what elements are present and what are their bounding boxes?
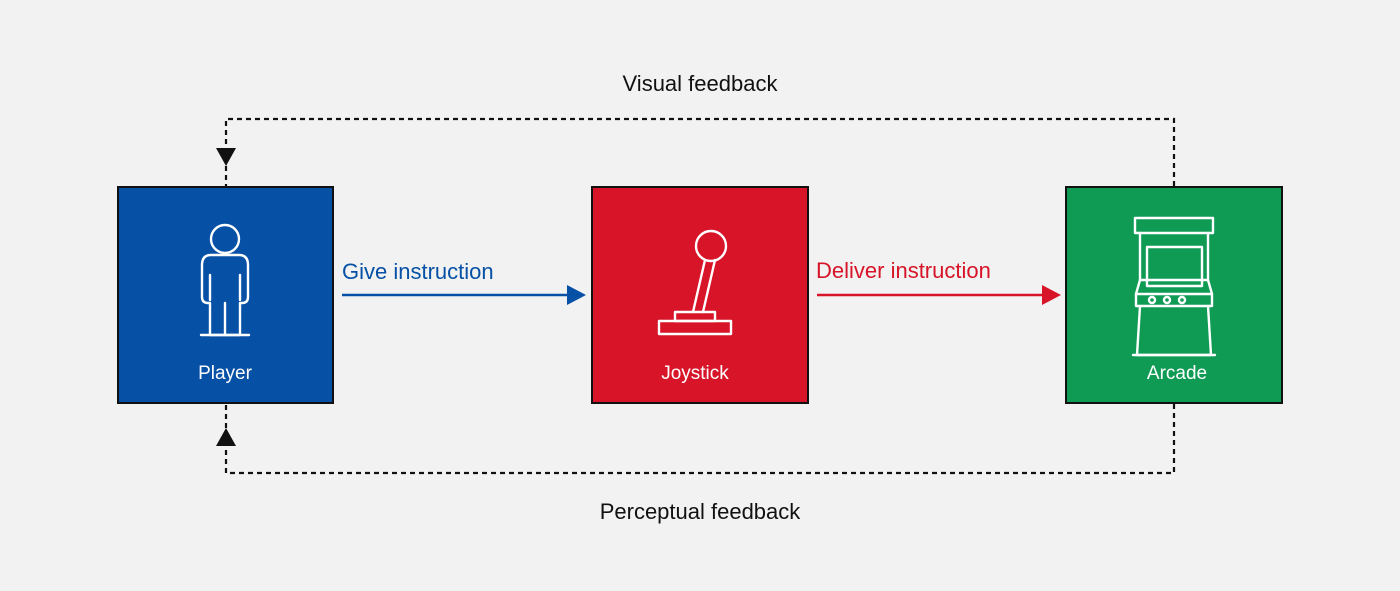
perceptual-feedback-loop: [224, 404, 1176, 475]
visual-feedback-loop: [224, 117, 1176, 186]
deliver-instruction-arrowhead: [1042, 285, 1061, 305]
visual-feedback-arrowhead: [216, 148, 236, 166]
give-instruction-edge: Give instruction: [342, 259, 586, 305]
person-icon: [199, 223, 251, 337]
give-instruction-label: Give instruction: [342, 259, 494, 284]
player-box: [117, 186, 334, 404]
arcade-label: Arcade: [1147, 363, 1207, 384]
arcade-node: Arcade: [1065, 186, 1283, 404]
give-instruction-arrowhead: [567, 285, 586, 305]
perceptual-feedback-label: Perceptual feedback: [600, 499, 802, 524]
joystick-node: Joystick: [591, 186, 809, 404]
deliver-instruction-label: Deliver instruction: [816, 258, 991, 283]
joystick-icon: [657, 229, 733, 336]
joystick-box: [591, 186, 809, 404]
player-label: Player: [198, 363, 253, 384]
arcade-cabinet-icon: [1131, 216, 1217, 357]
perceptual-feedback-arrowhead: [216, 428, 236, 446]
player-node: Player: [117, 186, 334, 404]
joystick-label: Joystick: [661, 363, 729, 384]
deliver-instruction-edge: Deliver instruction: [816, 258, 1061, 305]
visual-feedback-label: Visual feedback: [623, 71, 779, 96]
